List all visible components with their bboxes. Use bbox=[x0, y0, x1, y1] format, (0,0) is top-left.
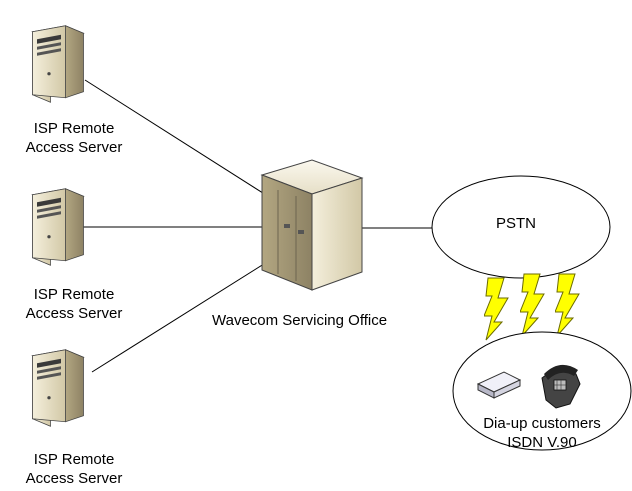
pstn-label: PSTN bbox=[496, 215, 537, 232]
office-label: Wavecom Servicing Office bbox=[212, 312, 388, 329]
isp-server-1-icon bbox=[32, 25, 84, 103]
server-2-label-line1: ISP Remote bbox=[33, 286, 115, 303]
server-2-label: ISP Remote Access Server bbox=[14, 285, 134, 323]
server-2-label-line2: Access Server bbox=[25, 305, 123, 322]
isp-server-2-icon bbox=[32, 188, 84, 266]
server-3-label-line2: Access Server bbox=[25, 470, 123, 487]
pstn-ellipse bbox=[431, 175, 611, 279]
server-3-label: ISP Remote Access Server bbox=[14, 450, 134, 488]
server-3-label-line1: ISP Remote bbox=[33, 451, 115, 468]
lightning-bolt-icon bbox=[555, 273, 580, 337]
customers-label-line1: Dia-up customers bbox=[483, 415, 601, 432]
customers-label-line2: ISDN V.90 bbox=[507, 434, 577, 451]
customers-label: Dia-up customers ISDN V.90 bbox=[462, 414, 622, 452]
server-1-label-line2: Access Server bbox=[25, 139, 123, 156]
customers-ellipse bbox=[452, 331, 632, 451]
server-1-label-line1: ISP Remote bbox=[33, 120, 115, 137]
lightning-bolts bbox=[484, 273, 580, 341]
lightning-bolt-icon bbox=[520, 273, 545, 337]
server-1-label: ISP Remote Access Server bbox=[14, 119, 134, 157]
lightning-bolt-icon bbox=[484, 277, 509, 341]
telephone-icon bbox=[541, 364, 581, 409]
office-server-icon bbox=[260, 159, 364, 291]
isp-server-3-icon bbox=[32, 349, 84, 427]
modem-icon bbox=[476, 371, 522, 399]
